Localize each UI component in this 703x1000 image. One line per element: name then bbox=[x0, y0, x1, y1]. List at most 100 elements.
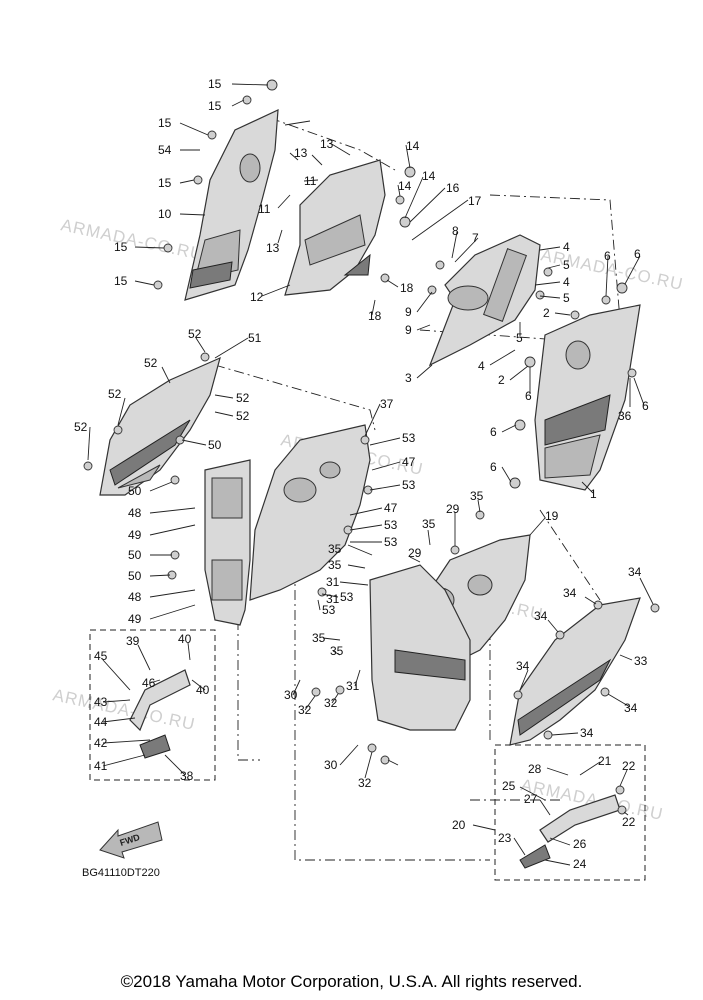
callout-label: 15 bbox=[114, 240, 128, 254]
callout-label: 51 bbox=[248, 331, 262, 345]
panel-37 bbox=[249, 424, 371, 601]
callouts: 15 15 15 54 15 10 15 15 13 13 11 11 13 1… bbox=[74, 77, 649, 871]
watermark: ARMADA-CO.RU bbox=[539, 245, 685, 294]
callout-label: 44 bbox=[94, 715, 108, 729]
callout-label: 13 bbox=[294, 146, 308, 160]
callout-label: 37 bbox=[380, 397, 394, 411]
watermark: ARMADA-CO.RU bbox=[59, 215, 205, 264]
callout-label: 34 bbox=[563, 586, 577, 600]
callout-label: 26 bbox=[573, 837, 587, 851]
callout-label: 52 bbox=[188, 327, 202, 341]
hinge-45 bbox=[129, 669, 191, 759]
callout-label: 34 bbox=[624, 701, 638, 715]
callout-label: 35 bbox=[312, 631, 326, 645]
callout-label: 5 bbox=[563, 291, 570, 305]
callout-label: 32 bbox=[358, 776, 372, 790]
callout-label: 42 bbox=[94, 736, 108, 750]
callout-label: 52 bbox=[144, 356, 158, 370]
callout-label: 2 bbox=[498, 373, 505, 387]
callout-label: 53 bbox=[340, 590, 354, 604]
panel-rear-body bbox=[369, 564, 471, 731]
callout-label: 9 bbox=[405, 305, 412, 319]
callout-label: 18 bbox=[368, 309, 382, 323]
callout-label: 6 bbox=[490, 425, 497, 439]
callout-label: 52 bbox=[108, 387, 122, 401]
callout-label: 38 bbox=[180, 769, 194, 783]
callout-label: 14 bbox=[398, 179, 412, 193]
callout-label: 6 bbox=[490, 460, 497, 474]
callout-label: 30 bbox=[324, 758, 338, 772]
callout-label: 32 bbox=[298, 703, 312, 717]
callout-label: 50 bbox=[128, 484, 142, 498]
callout-label: 48 bbox=[128, 590, 142, 604]
panel-12 bbox=[284, 159, 386, 296]
callout-label: 5 bbox=[563, 258, 570, 272]
callout-label: 34 bbox=[534, 609, 548, 623]
callout-label: 21 bbox=[598, 754, 612, 768]
callout-label: 46 bbox=[142, 676, 156, 690]
callout-label: 34 bbox=[628, 565, 642, 579]
callout-label: 35 bbox=[330, 644, 344, 658]
callout-label: 6 bbox=[642, 399, 649, 413]
callout-label: 47 bbox=[384, 501, 398, 515]
callout-label: 15 bbox=[158, 176, 172, 190]
callout-label: 4 bbox=[478, 359, 485, 373]
callout-label: 54 bbox=[158, 143, 172, 157]
callout-label: 4 bbox=[563, 240, 570, 254]
callout-label: 35 bbox=[470, 489, 484, 503]
callout-label: 48 bbox=[128, 506, 142, 520]
fasteners bbox=[83, 79, 660, 815]
callout-label: 52 bbox=[236, 391, 250, 405]
callout-label: 28 bbox=[528, 762, 542, 776]
callout-label: 23 bbox=[498, 831, 512, 845]
callout-label: 45 bbox=[94, 649, 108, 663]
callout-label: 19 bbox=[545, 509, 559, 523]
callout-label: 50 bbox=[128, 569, 142, 583]
hinge-kit-box-45 bbox=[89, 629, 216, 781]
callout-label: 52 bbox=[74, 420, 88, 434]
callout-label: 34 bbox=[580, 726, 594, 740]
callout-label: 40 bbox=[196, 683, 210, 697]
callout-label: 10 bbox=[158, 207, 172, 221]
callout-label: 43 bbox=[94, 695, 108, 709]
callout-label: 2 bbox=[543, 306, 550, 320]
panel-33 bbox=[509, 597, 641, 746]
callout-label: 6 bbox=[604, 249, 611, 263]
callout-label: 6 bbox=[525, 389, 532, 403]
callout-label: 16 bbox=[446, 181, 460, 195]
callout-label: 7 bbox=[472, 231, 479, 245]
callout-label: 8 bbox=[452, 224, 459, 238]
callout-label: 6 bbox=[634, 247, 641, 261]
copyright-notice: ©2018 Yamaha Motor Corporation, U.S.A. A… bbox=[120, 972, 583, 991]
callout-label: 31 bbox=[326, 575, 340, 589]
leader-lines bbox=[87, 83, 654, 866]
panel-48 bbox=[204, 459, 251, 626]
callout-label: 35 bbox=[422, 517, 436, 531]
callout-label: 47 bbox=[402, 455, 416, 469]
callout-label: 9 bbox=[405, 323, 412, 337]
callout-label: 49 bbox=[128, 612, 142, 626]
callout-label: 32 bbox=[324, 696, 338, 710]
callout-label: 40 bbox=[178, 632, 192, 646]
callout-label: 5 bbox=[516, 331, 523, 345]
panel-10 bbox=[184, 109, 279, 301]
callout-label: 31 bbox=[326, 592, 340, 606]
callout-label: 24 bbox=[573, 857, 587, 871]
callout-label: 14 bbox=[422, 169, 436, 183]
callout-label: 53 bbox=[322, 603, 336, 617]
callout-label: 36 bbox=[618, 409, 632, 423]
callout-label: 33 bbox=[634, 654, 648, 668]
callout-label: 13 bbox=[320, 137, 334, 151]
callout-label: 53 bbox=[384, 535, 398, 549]
hinge-kit-box-20 bbox=[494, 744, 646, 881]
callout-label: 15 bbox=[208, 77, 222, 91]
diagram-code: BG41110DT220 bbox=[82, 867, 160, 879]
callout-label: 52 bbox=[236, 409, 250, 423]
callout-label: 12 bbox=[250, 290, 264, 304]
callout-label: 53 bbox=[402, 478, 416, 492]
callout-label: 1 bbox=[590, 487, 597, 501]
callout-label: 41 bbox=[94, 759, 108, 773]
callout-label: 31 bbox=[346, 679, 360, 693]
callout-label: 22 bbox=[622, 815, 636, 829]
assembly-lines bbox=[214, 117, 621, 861]
